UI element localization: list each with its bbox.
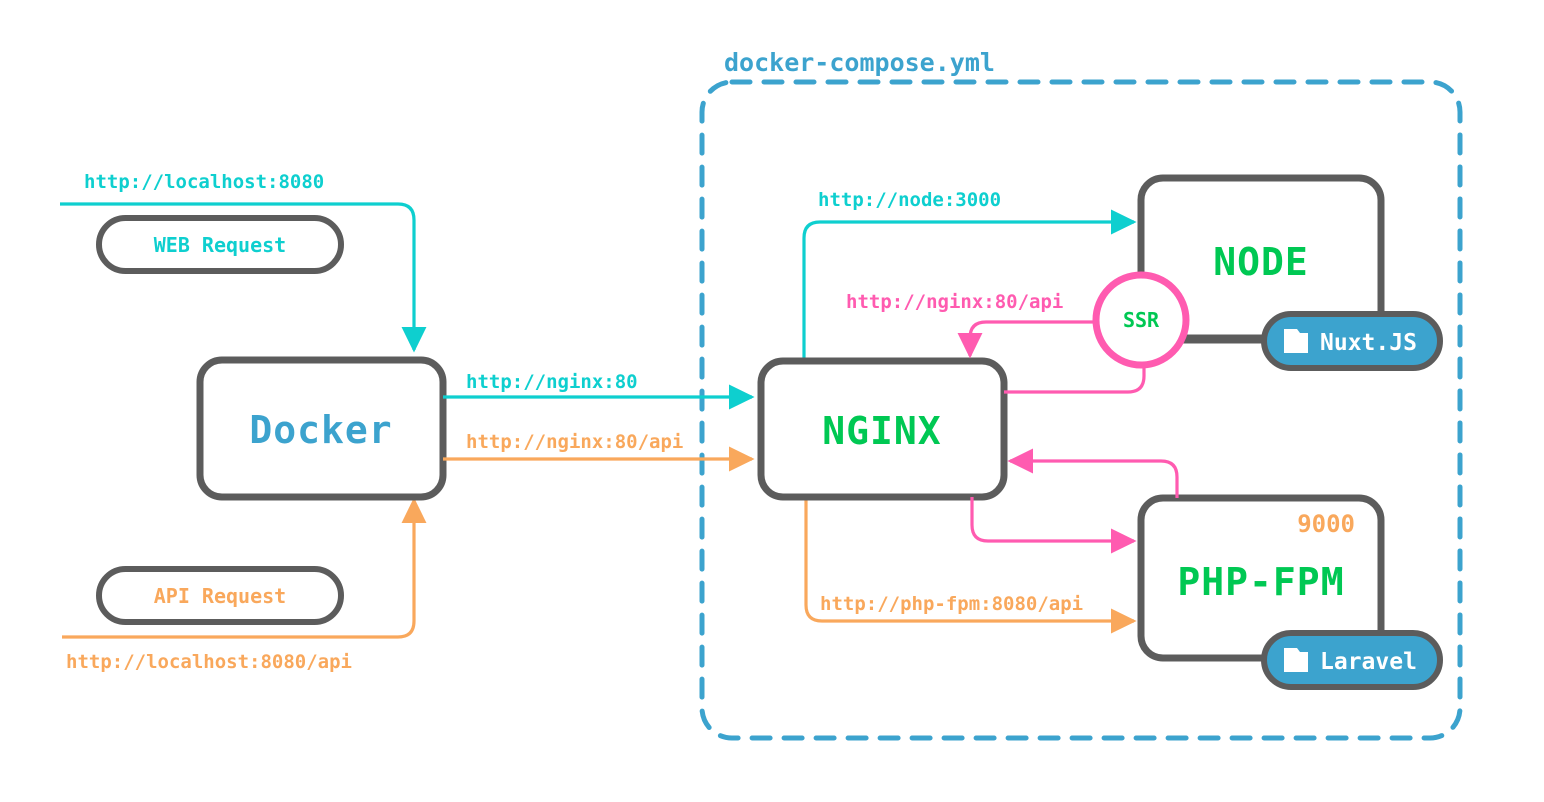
edge-nginx-to-node-label: http://node:3000 [818, 189, 1001, 211]
laravel-badge-pill[interactable] [1261, 630, 1443, 690]
compose-title-backdrop [714, 44, 1034, 78]
nuxt-badge-label: Nuxt.JS [1320, 330, 1417, 356]
compose-dashed-border [699, 79, 1463, 741]
edge-docker-to-nginx: http://nginx:80 [443, 371, 755, 410]
web-request-url: http://localhost:8080 [84, 171, 324, 193]
edge-ssr-to-nginx-line [957, 320, 1103, 359]
php-fpm-box[interactable] [1137, 494, 1385, 662]
ssr-label: SSR [1123, 308, 1160, 332]
edge-nginx-api-to-php-fpm-line [970, 497, 1137, 554]
edge-nginx-to-node-line [802, 209, 1137, 362]
edge-nginx-to-php-fpm: http://php-fpm:8080/api [804, 497, 1137, 634]
web-request-pill [96, 215, 344, 274]
nginx-box[interactable] [757, 357, 1008, 501]
edge-docker-to-nginx-api-label: http://nginx:80/api [466, 431, 683, 453]
edge-php-fpm-to-nginx-line [1007, 448, 1179, 498]
badge-laravel[interactable]: Laravel [1261, 630, 1443, 690]
ssr-circle[interactable] [1092, 271, 1190, 369]
edge-nginx-to-ssr-line [1004, 297, 1157, 394]
php-fpm-port: 9000 [1297, 510, 1355, 538]
edge-docker-to-nginx-label: http://nginx:80 [466, 371, 638, 393]
node-docker[interactable]: Docker [196, 356, 447, 501]
compose-title: docker-compose.yml [724, 48, 995, 77]
laravel-badge-label: Laravel [1320, 649, 1417, 675]
edge-ssr-to-nginx: http://nginx:80/api [846, 291, 1103, 359]
edge-web-request-to-docker [60, 202, 427, 353]
web-request-flow: http://localhost:8080 WEB Request [60, 171, 427, 353]
api-request-url: http://localhost:8080/api [66, 651, 352, 673]
ssr-node[interactable]: SSR [1092, 271, 1190, 369]
web-request-label: WEB Request [154, 233, 286, 257]
edge-nginx-to-php-fpm-label: http://php-fpm:8080/api [820, 593, 1083, 615]
docker-compose-container: docker-compose.yml [699, 44, 1463, 741]
folder-icon [1284, 648, 1308, 672]
edge-nginx-to-node: http://node:3000 [802, 189, 1137, 362]
api-request-label: API Request [154, 584, 286, 608]
edge-nginx-to-php-fpm-line [804, 497, 1137, 634]
folder-icon [1284, 329, 1308, 353]
edge-api-request-to-docker [62, 497, 427, 639]
api-request-pill [96, 566, 344, 625]
nuxt-badge-pill[interactable] [1261, 311, 1443, 371]
docker-label: Docker [249, 408, 392, 452]
api-request-flow: API Request http://localhost:8080/api [62, 497, 427, 673]
php-fpm-label: PHP-FPM [1177, 560, 1344, 604]
node-label: NODE [1213, 240, 1309, 284]
node-php-fpm[interactable]: 9000 PHP-FPM [1137, 494, 1385, 662]
badge-nuxt[interactable]: Nuxt.JS [1261, 311, 1443, 371]
edge-docker-to-nginx-api: http://nginx:80/api [443, 431, 755, 472]
edge-ssr-to-nginx-label: http://nginx:80/api [846, 291, 1063, 313]
node-nginx[interactable]: NGINX [757, 357, 1008, 501]
docker-box[interactable] [196, 356, 447, 501]
nginx-label: NGINX [822, 409, 941, 453]
